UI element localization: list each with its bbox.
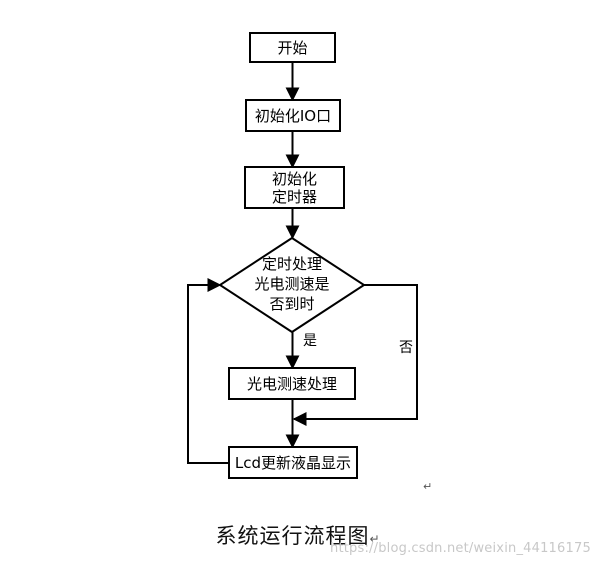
init-timer-label-line2: 定时器 <box>272 188 317 206</box>
arrow-loop-back-to-decision <box>187 278 229 464</box>
lcd-display-node: Lcd更新液晶显示 <box>228 446 358 479</box>
decision-node: 定时处理 光电测速是 否到时 <box>218 236 366 334</box>
decision-label-line1: 定时处理 <box>262 255 322 273</box>
init-io-label: 初始化IO口 <box>255 107 331 125</box>
start-label: 开始 <box>277 39 307 57</box>
paragraph-mark: ↵ <box>423 480 433 493</box>
init-io-node: 初始化IO口 <box>245 99 341 132</box>
watermark: https://blog.csdn.net/weixin_44116175 <box>330 541 591 556</box>
speed-process-label: 光电测速处理 <box>247 375 337 393</box>
init-timer-node: 初始化 定时器 <box>244 166 345 209</box>
decision-label-line2: 光电测速是 <box>254 275 329 293</box>
init-timer-label-line1: 初始化 <box>272 170 317 188</box>
flowchart: 开始 初始化IO口 初始化 定时器 定时处理 光电测速是 否到时 是 光电测速处… <box>187 32 418 479</box>
no-branch-label: 否 <box>399 340 413 356</box>
lcd-display-label: Lcd更新液晶显示 <box>235 454 351 472</box>
start-node: 开始 <box>249 32 336 63</box>
caption-text: 系统运行流程图 <box>215 524 370 548</box>
decision-label-line3: 否到时 <box>269 295 314 313</box>
caption-paragraph-mark: ↵ <box>369 532 381 546</box>
yes-branch-label: 是 <box>303 333 317 349</box>
arrow-decision-no-path <box>292 284 418 426</box>
speed-process-node: 光电测速处理 <box>228 367 356 400</box>
figure-caption: 系统运行流程图↵ <box>0 520 596 550</box>
